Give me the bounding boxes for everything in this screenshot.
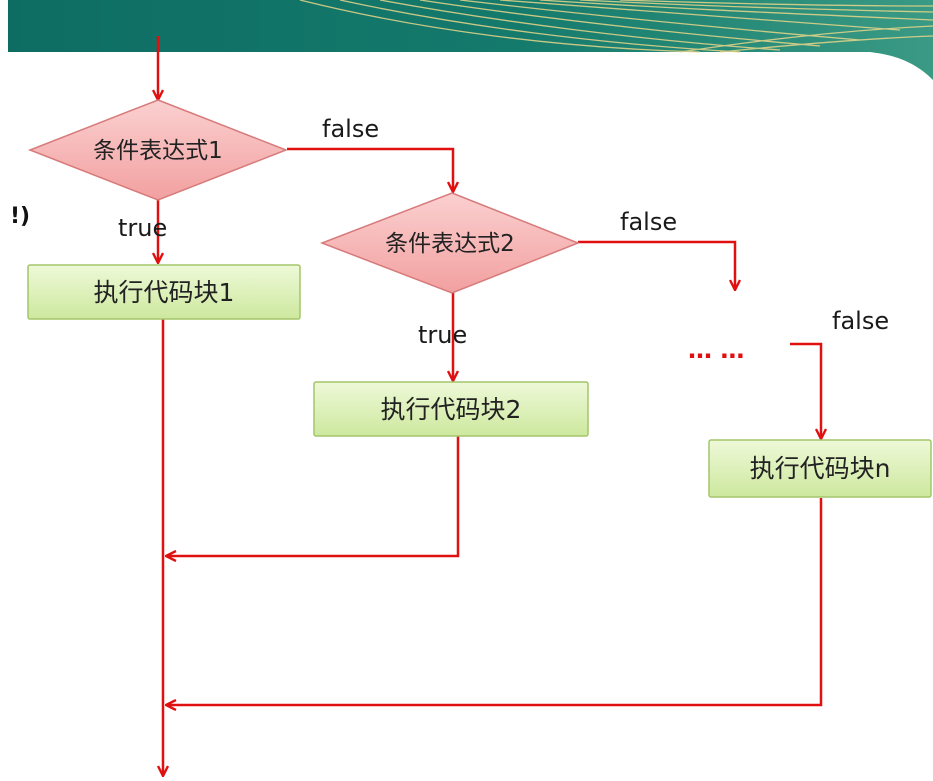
- block-n-label: 执行代码块n: [750, 454, 891, 483]
- true-label-2: true: [418, 321, 467, 349]
- block-1-label: 执行代码块1: [94, 278, 235, 307]
- merge-arrow-n: [167, 498, 823, 705]
- block-1: 执行代码块1: [27, 264, 301, 320]
- block-n: 执行代码块n: [708, 439, 932, 498]
- connectors: [158, 36, 821, 775]
- false-label-n: false: [832, 307, 889, 335]
- banner-decorative-lines: [299, 0, 933, 53]
- false-arrow-n: [790, 342, 821, 438]
- false-arrow-1: [287, 147, 453, 191]
- decision-1: 条件表达式1: [27, 99, 289, 201]
- false-label-1: false: [322, 115, 379, 143]
- decision-2-label: 条件表达式2: [385, 231, 515, 257]
- decision-1-label: 条件表达式1: [93, 138, 223, 164]
- false-label-2: false: [620, 208, 677, 236]
- decision-2: 条件表达式2: [319, 192, 581, 294]
- false-arrow-2: [578, 240, 735, 289]
- left-edge-text: !): [10, 204, 30, 229]
- ellipsis-text: … …: [688, 336, 744, 364]
- decision-1-diamond: [27, 99, 289, 201]
- decision-2-diamond: [319, 192, 581, 294]
- true-label-1: true: [118, 214, 167, 242]
- header-banner: [8, 0, 933, 80]
- merge-arrow-2: [167, 436, 460, 556]
- block-2-label: 执行代码块2: [381, 395, 522, 424]
- block-2: 执行代码块2: [313, 381, 589, 437]
